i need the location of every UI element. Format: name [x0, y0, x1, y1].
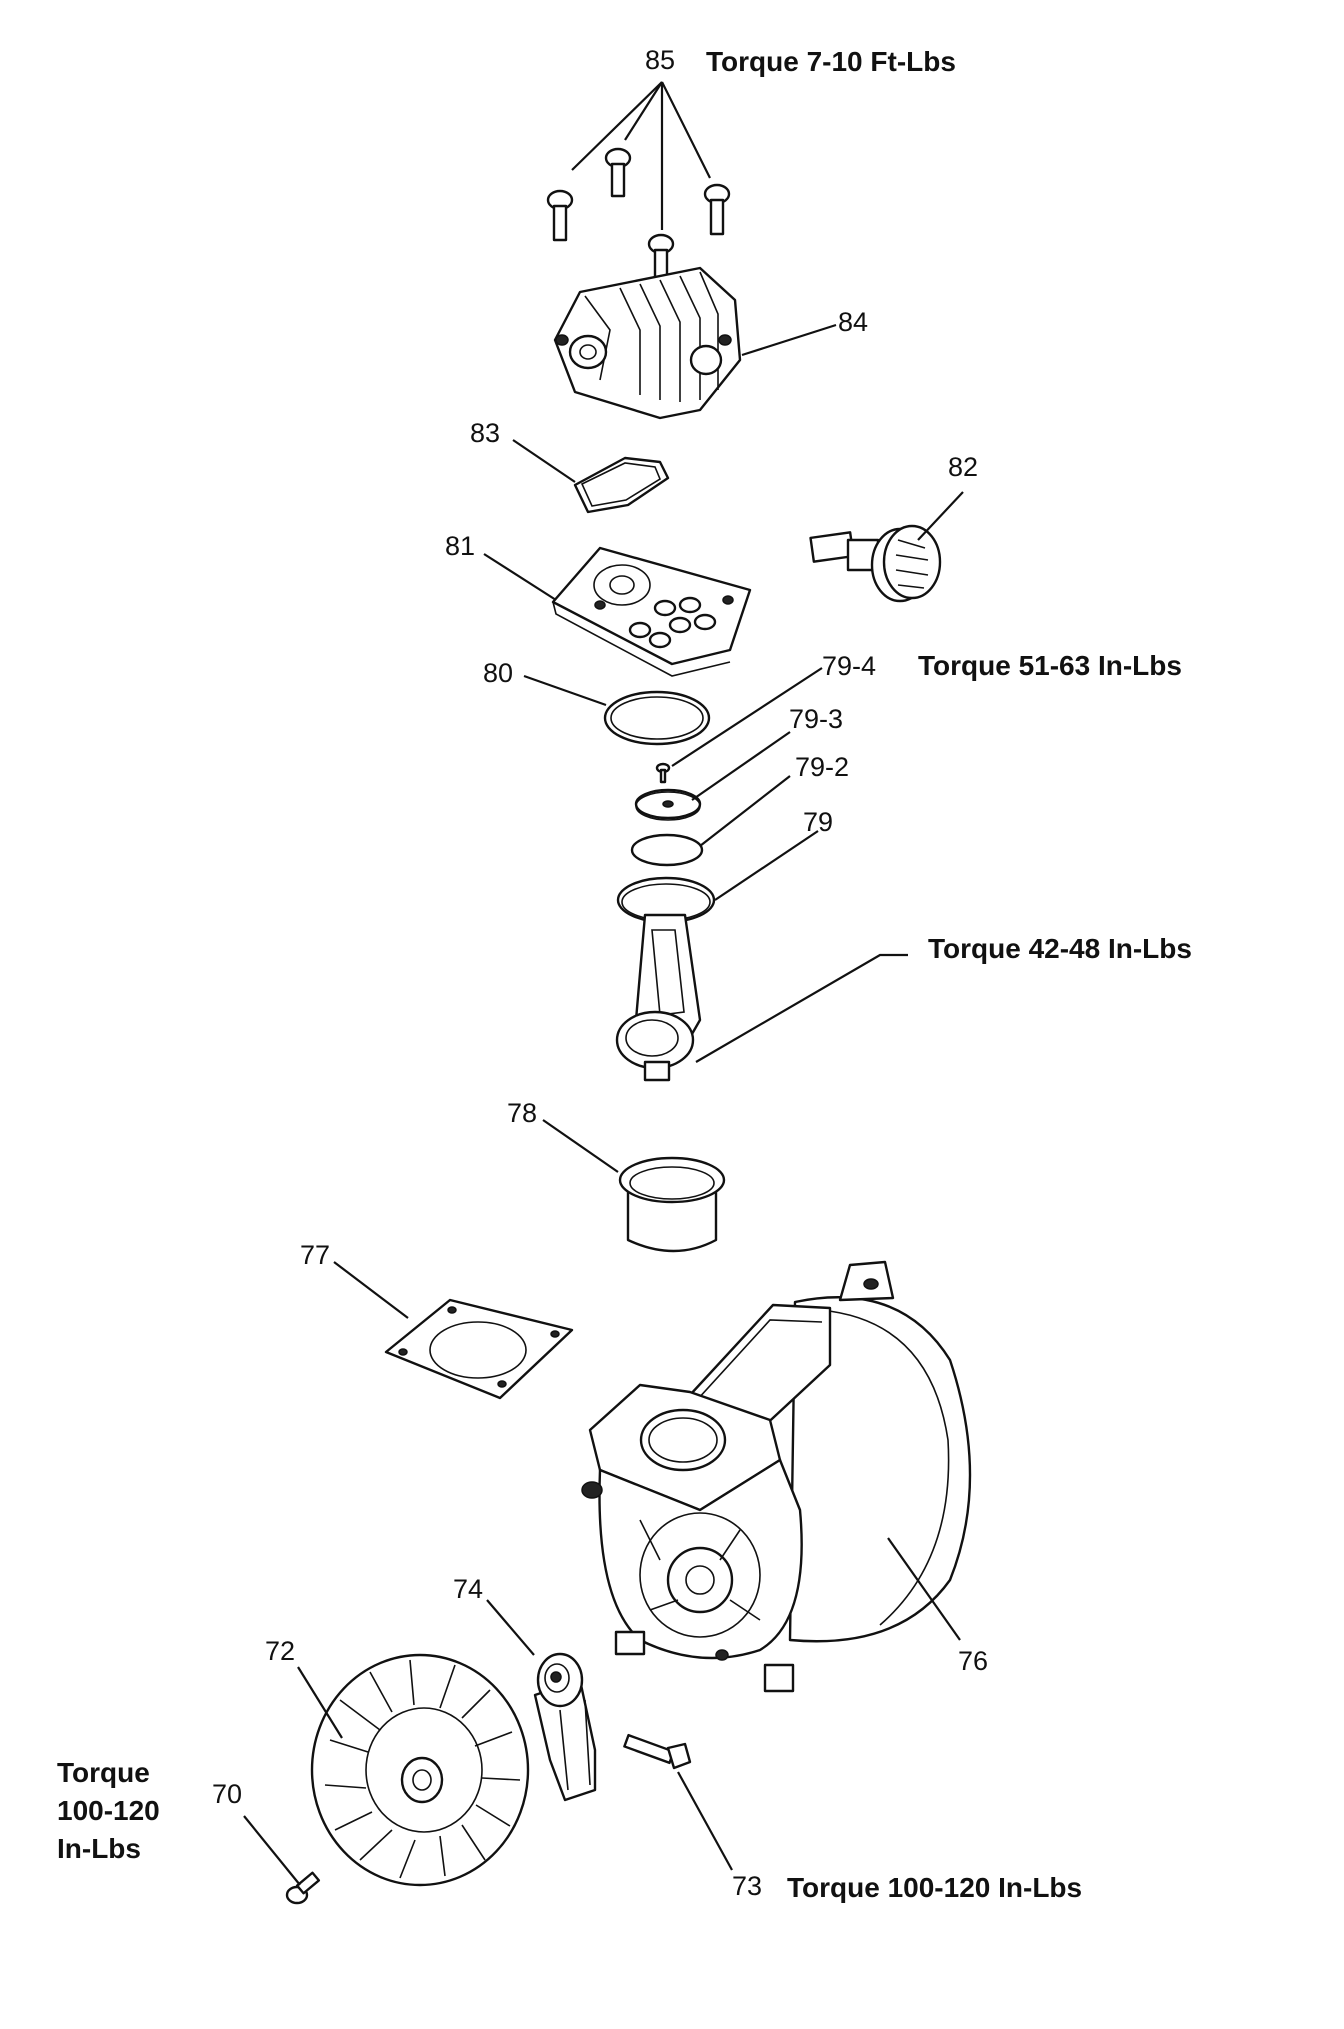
- part-83-head-gasket: [573, 456, 670, 514]
- part-81-valve-plate: [551, 546, 752, 677]
- part-73-bolt: [623, 1733, 692, 1770]
- leader-78: [542, 1119, 619, 1173]
- part-79-2-cup: [630, 833, 704, 867]
- torque-79-4-label: Torque 51-63 In-Lbs: [918, 650, 1182, 681]
- leader-79-torque: [695, 953, 908, 1063]
- torque-73-label: Torque 100-120 In-Lbs: [787, 1872, 1082, 1903]
- leader-74: [486, 1599, 535, 1656]
- part-70-label: 70: [212, 1779, 242, 1809]
- leader-79-3: [691, 731, 791, 801]
- part-73-label: 73: [732, 1871, 762, 1901]
- part-85-label: 85: [645, 45, 675, 75]
- part-79-4-label: 79-4: [822, 651, 876, 681]
- torque-70-line1: Torque: [57, 1757, 150, 1788]
- leader-70: [243, 1815, 301, 1886]
- leader-73: [677, 1771, 733, 1871]
- part-79-3-retainer: [634, 788, 702, 821]
- part-79-label: 79: [803, 807, 833, 837]
- torque-70-line3: In-Lbs: [57, 1833, 141, 1864]
- part-78-cylinder-sleeve: [618, 1156, 726, 1253]
- leader-82: [917, 491, 964, 541]
- part-76-crankcase-motor: [581, 1260, 972, 1693]
- part-83-label: 83: [470, 418, 500, 448]
- leader-79: [714, 830, 819, 901]
- part-70-screw: [285, 1871, 321, 1905]
- part-77-cylinder-gasket: [384, 1298, 574, 1400]
- part-78-label: 78: [507, 1098, 537, 1128]
- part-84-cylinder-head: [553, 266, 742, 420]
- part-80-o-ring: [603, 690, 711, 746]
- torque-70-line2: 100-120: [57, 1795, 160, 1826]
- leader-85-b: [624, 81, 663, 141]
- bolt-4: [647, 233, 675, 282]
- torque-85-label: Torque 7-10 Ft-Lbs: [706, 46, 956, 77]
- leader-85-c: [661, 81, 711, 179]
- leader-80: [523, 674, 607, 707]
- leader-81: [483, 553, 557, 601]
- part-72-fan: [310, 1653, 530, 1887]
- bolt-2: [604, 147, 632, 198]
- part-72-label: 72: [265, 1636, 295, 1666]
- leader-79-4: [671, 667, 823, 767]
- torque-79-label: Torque 42-48 In-Lbs: [928, 933, 1192, 964]
- part-80-label: 80: [483, 658, 513, 688]
- leader-79-2: [699, 775, 791, 847]
- bolt-1: [546, 189, 574, 242]
- leader-77: [333, 1261, 409, 1319]
- part-79-2-label: 79-2: [795, 752, 849, 782]
- part-82-label: 82: [948, 452, 978, 482]
- leader-85-a: [571, 81, 663, 171]
- part-77-label: 77: [300, 1240, 330, 1270]
- part-79-connecting-rod: [615, 876, 716, 1082]
- part-84-label: 84: [838, 307, 868, 337]
- bolt-3: [703, 183, 731, 236]
- leader-84: [741, 323, 837, 357]
- leader-72: [297, 1666, 343, 1739]
- part-79-4-screw: [655, 762, 671, 784]
- part-74-label: 74: [453, 1574, 483, 1604]
- part-82-valve: [809, 524, 942, 603]
- part-74-fan-adapter: [533, 1652, 597, 1802]
- part-81-label: 81: [445, 531, 475, 561]
- part-85-bolts: [546, 147, 731, 282]
- part-76-label: 76: [958, 1646, 988, 1676]
- leader-83: [512, 439, 576, 483]
- leader-76: [887, 1537, 961, 1641]
- part-79-3-label: 79-3: [789, 704, 843, 734]
